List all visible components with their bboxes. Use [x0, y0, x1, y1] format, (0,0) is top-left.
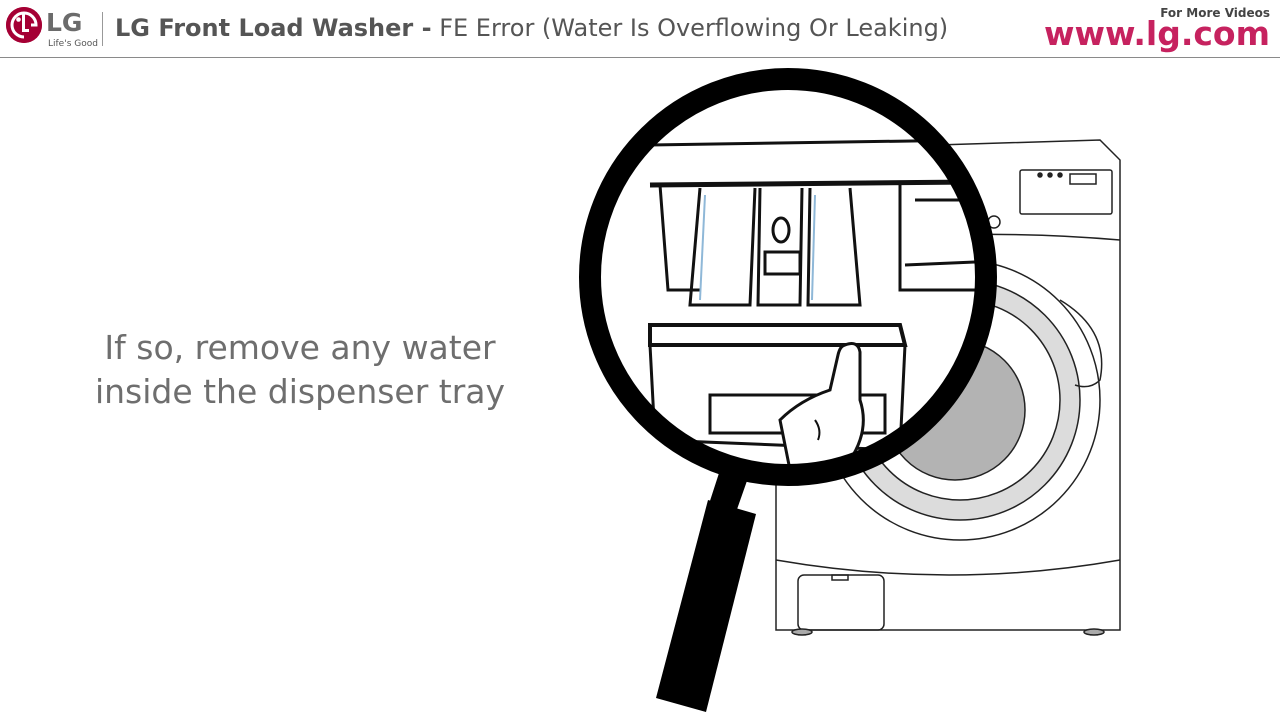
lg-logo[interactable]: LG Life's Good [6, 5, 98, 51]
magnifier-handle-icon [656, 470, 756, 712]
instruction-caption: If so, remove any water inside the dispe… [70, 326, 530, 414]
site-link[interactable]: www.lg.com [1044, 14, 1270, 53]
caption-line-2: inside the dispenser tray [94, 372, 506, 411]
video-title: LG Front Load Washer - FE Error (Water I… [115, 14, 948, 42]
logo-wordmark: LG [46, 8, 83, 37]
more-videos-label: For More Videos [1160, 6, 1270, 20]
caption-line-1: If so, remove any water [104, 328, 496, 367]
magnifier-over-washer-dispenser-illustration [579, 68, 1121, 712]
logo-tagline: Life's Good [48, 39, 98, 49]
title-rest: FE Error (Water Is Overflowing Or Leakin… [431, 14, 949, 42]
dispenser-tray-closeup-icon [590, 79, 986, 475]
lg-face-icon [6, 7, 42, 43]
title-bold: LG Front Load Washer - [115, 14, 432, 42]
header-bar: LG Life's Good LG Front Load Washer - FE… [0, 0, 1280, 58]
magnifier-lens-ring-icon [579, 68, 997, 486]
header-divider [102, 12, 103, 46]
